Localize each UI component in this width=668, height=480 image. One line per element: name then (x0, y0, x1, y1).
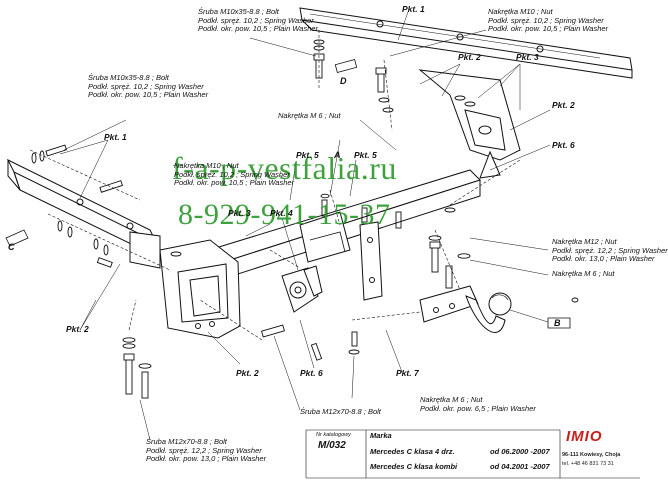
pkt-3-top: Pkt. 3 (516, 52, 539, 62)
label-line: Śruba M12x70-8.8 ; Bolt (146, 437, 227, 446)
label-line: Nakrętka M10 ; Nut (174, 161, 239, 170)
right-bracket (418, 69, 521, 179)
letter-c: C (8, 242, 15, 252)
label-line: Podkł. spręż. 10,2 ; Spring Washer (198, 15, 314, 25)
left-bracket (159, 239, 241, 339)
label-line: Podkł. okr. pow. 10,5 ; Plain Washer (198, 24, 319, 34)
label-nut-center: Nakrętka M10 ; Nut Podkł. spręż. 10,2 ; … (174, 161, 295, 188)
pkt-2-top: Pkt. 2 (458, 52, 481, 62)
pkt-6-bottom: Pkt. 6 (300, 368, 323, 378)
pkt-6-right: Pkt. 6 (552, 140, 575, 150)
date-1: od 06.2000 -2007 (490, 447, 550, 456)
tow-bar-assembly-drawing (5, 7, 640, 479)
model-1: Mercedes C klasa 4 drz. (370, 447, 455, 456)
label-line: Śruba M10x35-8.8 ; Bolt (88, 73, 169, 82)
label-nut-m12-right: Nakrętka M12 ; Nut Podkł. spręż. 12,2 ; … (552, 237, 668, 264)
label-line: Podkł. spręż. 10,2 ; Spring Washer (88, 81, 204, 91)
catalog-number: M/032 (318, 440, 346, 451)
label-bolt-top: Śruba M10x35-8.8 ; Bolt Podkł. spręż. 10… (198, 7, 319, 34)
label-line: Podkł. okr. 13,0 ; Plain Washer (552, 254, 655, 264)
label-bolt-left: Śruba M10x35-8.8 ; Bolt Podkł. spręż. 10… (88, 73, 209, 100)
label-line: Podkł. spręż. 12,2 ; Spring Washer (552, 245, 668, 255)
pkt-5-b: Pkt. 5 (354, 150, 377, 160)
letter-b: B (554, 318, 561, 328)
catalog-label: Nr katalogowy (316, 432, 351, 438)
label-line: Podkł. spręż. 10,2 ; Spring Washer (174, 169, 290, 179)
pkt-2-right: Pkt. 2 (552, 100, 575, 110)
label-nut-m6-right: Nakrętka M 6 ; Nut (552, 269, 615, 278)
pkt-7: Pkt. 7 (396, 368, 419, 378)
label-nut-m6-bottom: Nakrętka M 6 ; Nut Podkł. okr. pow. 6,5 … (420, 395, 536, 413)
label-line: Podkł. okr. pow. 10,5 ; Plain Washer (488, 24, 609, 34)
pkt-4: Pkt. 4 (270, 208, 293, 218)
fasteners (31, 39, 579, 399)
pkt-2-bottom: Pkt. 2 (236, 368, 259, 378)
cross-beam (169, 169, 481, 293)
pkt-2-left: Pkt. 2 (66, 324, 89, 334)
label-line: Podkł. spręż. 10,2 ; Spring Washer (488, 15, 604, 25)
label-bolt-m12-center: Śruba M12x70-8.8 ; Bolt (300, 407, 381, 416)
socket-plate (281, 265, 323, 313)
pkt-1-top: Pkt. 1 (402, 4, 425, 14)
label-bolt-m12-left: Śruba M12x70-8.8 ; Bolt Podkł. spręż. 12… (146, 437, 267, 464)
label-nut-m6-top: Nakrętka M 6 ; Nut (278, 111, 341, 120)
left-rail (6, 158, 161, 269)
pkt-5-a: Pkt. 5 (296, 150, 319, 160)
reference-arrows (5, 59, 571, 329)
leader-lines (59, 11, 551, 441)
label-nut-top-right: Nakrętka M10 ; Nut Podkł. spręż. 10,2 ; … (488, 7, 609, 34)
label-line: Śruba M10x35-8.8 ; Bolt (198, 7, 279, 16)
company-phone: tel. +48 46 831 73 31 (562, 461, 614, 467)
label-line: Nakrętka M10 ; Nut (488, 7, 553, 16)
label-line: Podkł. okr. pow. 10,5 ; Plain Washer (174, 178, 295, 188)
top-rail (299, 7, 633, 79)
center-plate (359, 221, 383, 301)
pkt-1-left: Pkt. 1 (104, 132, 127, 142)
watermark-phone: 8-929-941-15-37 (178, 198, 391, 231)
pkt-3-center: Pkt. 3 (228, 208, 251, 218)
label-line: Nakrętka M12 ; Nut (552, 237, 617, 246)
letter-d: D (340, 76, 347, 86)
label-line: Podkł. okr. pow. 13,0 ; Plain Washer (146, 454, 267, 464)
watermark-site: f-a-p-vestfalia.ru (172, 150, 397, 186)
assembly-lines (29, 30, 521, 341)
date-2: od 04.2001 -2007 (490, 462, 550, 471)
label-line: Nakrętka M 6 ; Nut (420, 395, 483, 404)
company-address: 96-111 Kowiesy, Choja (562, 452, 621, 458)
tow-ball (419, 285, 512, 333)
label-line: Podkł. spręż. 12,2 ; Spring Washer (146, 445, 262, 455)
title-block-frame (305, 429, 640, 479)
letter-a: A (334, 150, 341, 160)
label-line: Podkł. okr. pow. 6,5 ; Plain Washer (420, 403, 536, 413)
company-logo: IMIO (566, 428, 603, 445)
model-2: Mercedes C klasa kombi (370, 462, 458, 471)
brand-label: Marka (370, 431, 392, 440)
label-line: Podkł. okr. pow. 10,5 ; Plain Washer (88, 90, 209, 100)
